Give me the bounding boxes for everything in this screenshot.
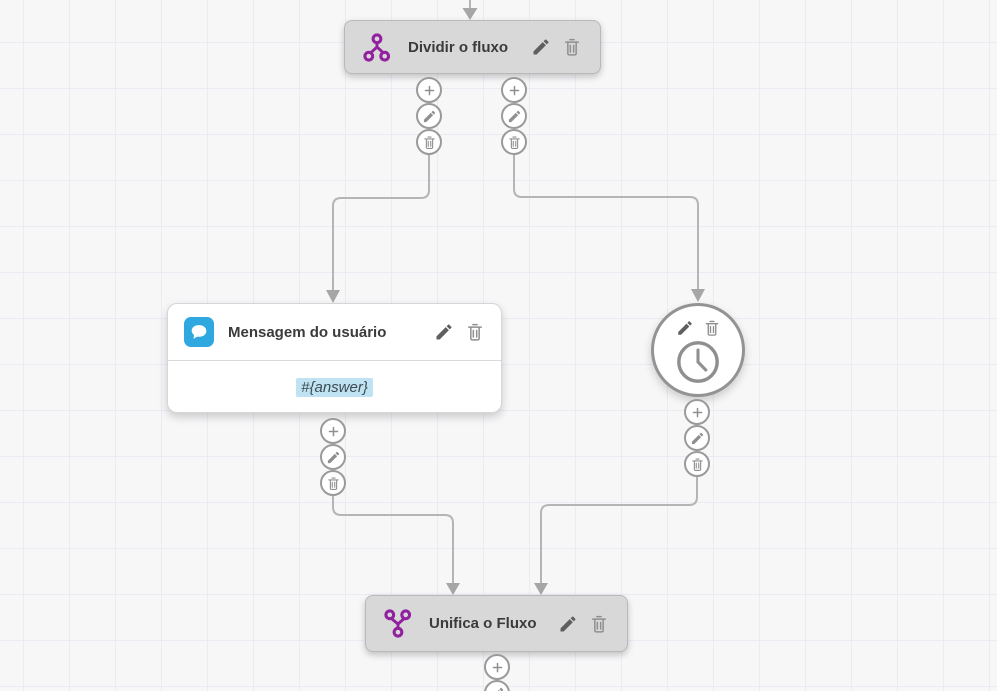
add-step-button[interactable]: [501, 77, 527, 103]
trash-icon[interactable]: [465, 322, 485, 342]
plus-icon: [326, 424, 341, 439]
node-user-message[interactable]: Mensagem do usuário #{answer}: [167, 303, 502, 413]
clock-icon: [675, 339, 721, 385]
trash-icon[interactable]: [589, 614, 609, 634]
delete-connector-button[interactable]: [416, 129, 442, 155]
pencil-icon: [690, 431, 705, 446]
arrowhead-merge-left: [446, 583, 460, 595]
add-step-button[interactable]: [416, 77, 442, 103]
edit-connector-button[interactable]: [501, 103, 527, 129]
pencil-icon: [507, 109, 522, 124]
trash-icon[interactable]: [703, 319, 721, 337]
node-merge-label: Unifica o Fluxo: [429, 615, 537, 632]
edit-connector-button[interactable]: [484, 680, 510, 691]
pencil-icon[interactable]: [434, 322, 454, 342]
pencil-icon[interactable]: [531, 37, 551, 57]
add-step-button[interactable]: [484, 654, 510, 680]
pencil-icon[interactable]: [558, 614, 578, 634]
merge-icon: [384, 609, 411, 638]
node-timer-actions: [676, 319, 721, 337]
trash-icon: [690, 457, 705, 472]
chat-bubble-icon: [184, 317, 214, 347]
plus-icon: [490, 660, 505, 675]
arrowhead-entry: [462, 8, 478, 20]
plus-icon: [422, 83, 437, 98]
node-split-flow[interactable]: Dividir o fluxo: [344, 20, 601, 74]
edit-connector-button[interactable]: [320, 444, 346, 470]
node-user-message-header: Mensagem do usuário: [168, 304, 501, 361]
arrowhead-merge-right: [534, 583, 548, 595]
wire-timer-to-merge: [540, 477, 698, 584]
arrowhead-message: [326, 290, 340, 303]
trash-icon: [326, 476, 341, 491]
plus-icon: [690, 405, 705, 420]
trash-icon: [422, 135, 437, 150]
split-icon: [363, 33, 390, 62]
node-split-label: Dividir o fluxo: [408, 38, 509, 56]
node-merge-actions: [558, 614, 609, 634]
wire-split-to-message: [332, 154, 430, 292]
connector-actions-timer: [684, 399, 710, 477]
wire-split-to-timer: [513, 154, 699, 290]
pencil-icon[interactable]: [676, 319, 694, 337]
connector-actions-split-right: [501, 77, 527, 155]
speech-bubble-glyph: [188, 321, 210, 343]
node-user-message-label: Mensagem do usuário: [228, 323, 387, 341]
edit-connector-button[interactable]: [416, 103, 442, 129]
connector-actions-message: [320, 418, 346, 496]
delete-connector-button[interactable]: [320, 470, 346, 496]
node-timer[interactable]: [651, 303, 745, 397]
add-step-button[interactable]: [684, 399, 710, 425]
pencil-icon: [422, 109, 437, 124]
connector-actions-split-left: [416, 77, 442, 155]
edit-connector-button[interactable]: [684, 425, 710, 451]
delete-connector-button[interactable]: [684, 451, 710, 477]
add-step-button[interactable]: [320, 418, 346, 444]
variable-chip[interactable]: #{answer}: [296, 377, 373, 397]
connector-actions-merge: [484, 654, 510, 691]
pencil-icon: [490, 686, 505, 691]
wire-message-to-merge: [332, 496, 454, 584]
plus-icon: [507, 83, 522, 98]
trash-icon: [507, 135, 522, 150]
node-user-message-actions: [434, 322, 485, 342]
pencil-icon: [326, 450, 341, 465]
node-split-actions: [531, 37, 582, 57]
node-merge-flow[interactable]: Unifica o Fluxo: [365, 595, 628, 652]
node-user-message-body: #{answer}: [168, 361, 501, 413]
arrowhead-timer: [691, 289, 705, 302]
trash-icon[interactable]: [562, 37, 582, 57]
delete-connector-button[interactable]: [501, 129, 527, 155]
